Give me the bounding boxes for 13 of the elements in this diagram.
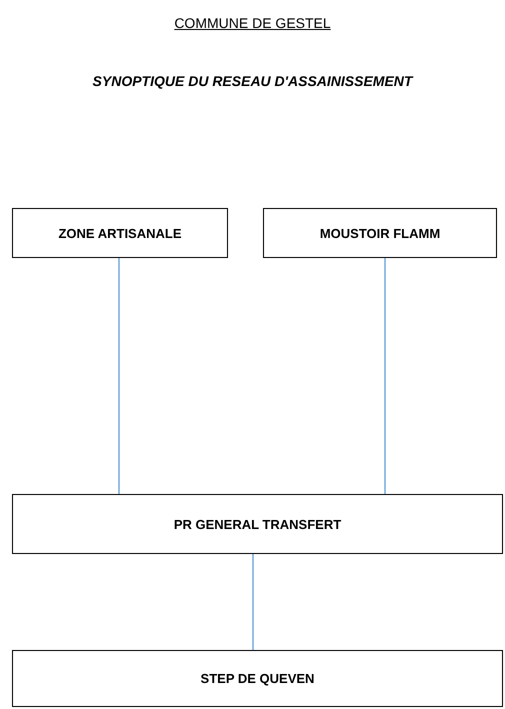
process-box	[12, 650, 503, 707]
box-label: MOUSTOIR FLAMM	[320, 226, 440, 240]
subtitle: SYNOPTIQUE DU RESEAU D'ASSAINISSEMENT	[92, 73, 414, 89]
process-box	[12, 494, 503, 554]
connector-line	[118, 258, 120, 494]
connector-line	[252, 554, 254, 650]
box-label: PR GENERAL TRANSFERT	[174, 516, 342, 532]
process-box	[263, 208, 497, 258]
box-label: STEP DE QUEVEN	[200, 671, 314, 686]
connector-line	[384, 258, 386, 494]
box-label: ZONE ARTISANALE	[58, 226, 182, 240]
title: COMMUNE DE GESTEL	[173, 15, 332, 31]
process-box	[12, 208, 228, 258]
